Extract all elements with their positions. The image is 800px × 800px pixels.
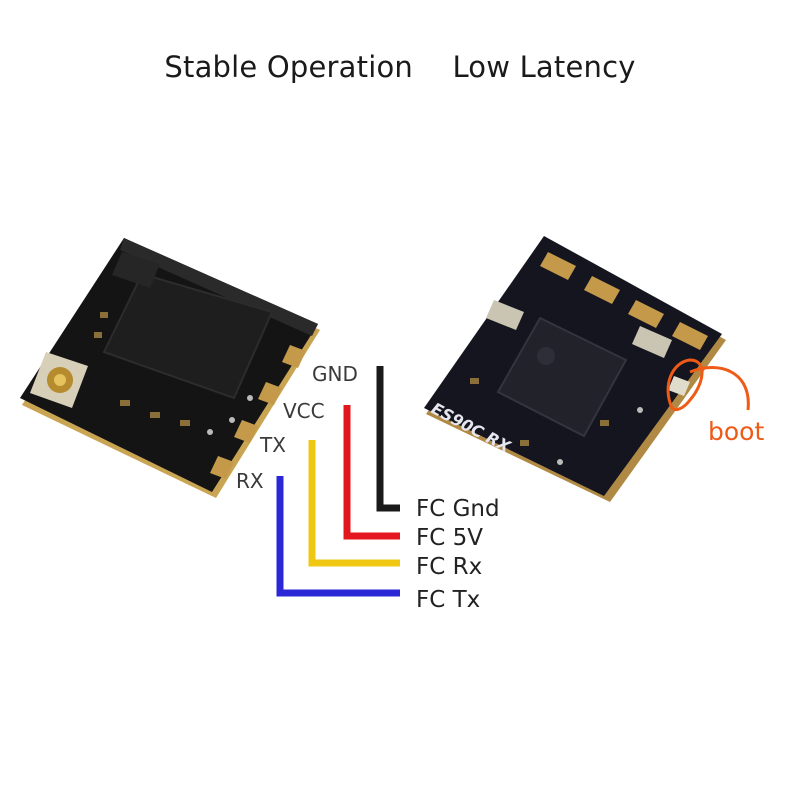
fc-label-tx: FC Tx: [416, 587, 480, 613]
left-main-chip: [102, 272, 274, 400]
right-main-chip: [496, 316, 628, 438]
antenna-connector: [30, 352, 88, 408]
wire-rx: [276, 476, 400, 597]
right-pads: [540, 252, 708, 350]
pin-label-vcc: VCC: [283, 399, 325, 423]
fc-label-gnd: FC Gnd: [416, 496, 500, 522]
right-receiver-board: ES90C RX: [424, 236, 726, 502]
fc-label-rx: FC Rx: [416, 554, 482, 580]
pin-label-tx: TX: [259, 433, 286, 457]
left-receiver-board: [20, 238, 320, 498]
fc-label-5v: FC 5V: [416, 525, 483, 551]
headline-low-latency: Low Latency: [452, 50, 636, 84]
left-pads: [210, 345, 306, 479]
wire-gnd: [376, 366, 400, 512]
wires: [276, 366, 400, 597]
headline-stable-operation: Stable Operation: [164, 50, 414, 84]
boot-label: boot: [708, 417, 764, 446]
wire-tx: [308, 440, 400, 567]
boot-marker: boot: [666, 358, 764, 446]
headline: Stable Operation Low Latency: [0, 50, 800, 84]
pin-label-rx: RX: [236, 469, 264, 493]
boot-marker-arrow: [689, 366, 750, 411]
pin-label-gnd: GND: [312, 362, 358, 386]
wire-vcc: [343, 405, 400, 540]
